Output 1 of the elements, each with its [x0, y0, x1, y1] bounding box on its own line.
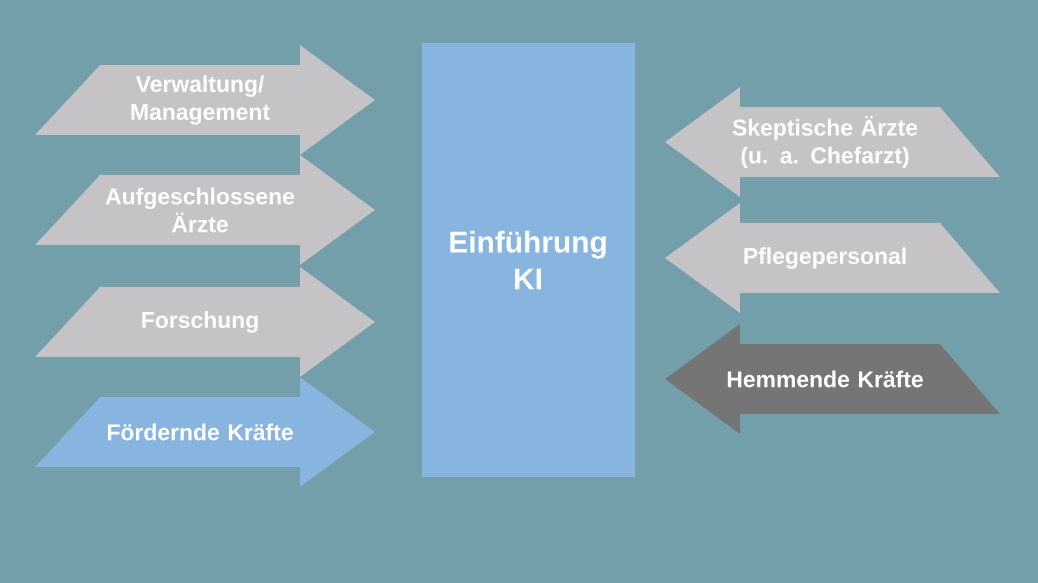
- process-box: Einführung KI: [422, 43, 635, 477]
